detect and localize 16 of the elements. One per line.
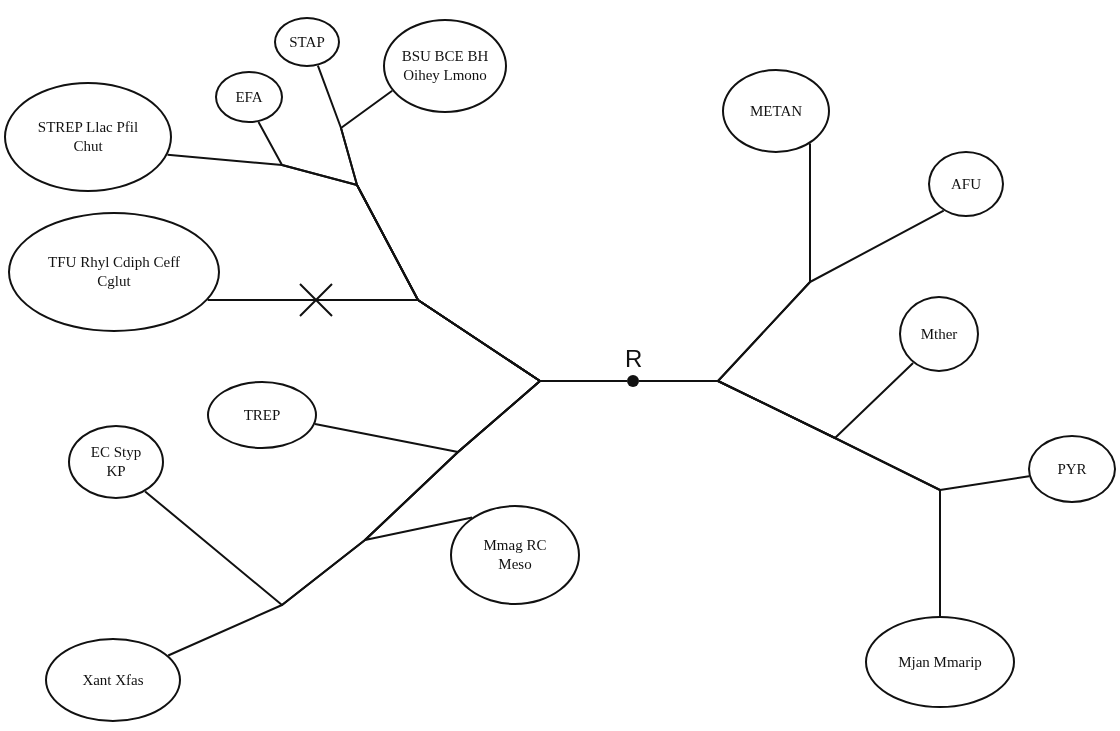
taxon-label: Mjan Mmarip [897, 652, 983, 672]
taxon-label: PYR [1056, 459, 1088, 479]
taxon-label: EFA [234, 87, 264, 107]
taxon-label: STREP Llac Pfil Chut [36, 118, 140, 156]
taxon-label: BSU BCE BH Oihey Lmono [400, 47, 490, 85]
taxon-label: METAN [748, 101, 804, 121]
taxon-label: TFU Rhyl Cdiph Ceff Cglut [47, 253, 181, 291]
taxon-label: Mmag RC Meso [482, 536, 548, 574]
root-label: R [625, 345, 643, 373]
taxon-label: AFU [950, 174, 982, 194]
taxon-label: Xant Xfas [81, 670, 145, 690]
taxon-label: EC Styp KP [89, 443, 143, 481]
taxon-label: TREP [242, 405, 282, 425]
root-dot [627, 375, 639, 387]
taxon-label: Mther [919, 324, 959, 344]
taxon-label: STAP [288, 32, 326, 52]
